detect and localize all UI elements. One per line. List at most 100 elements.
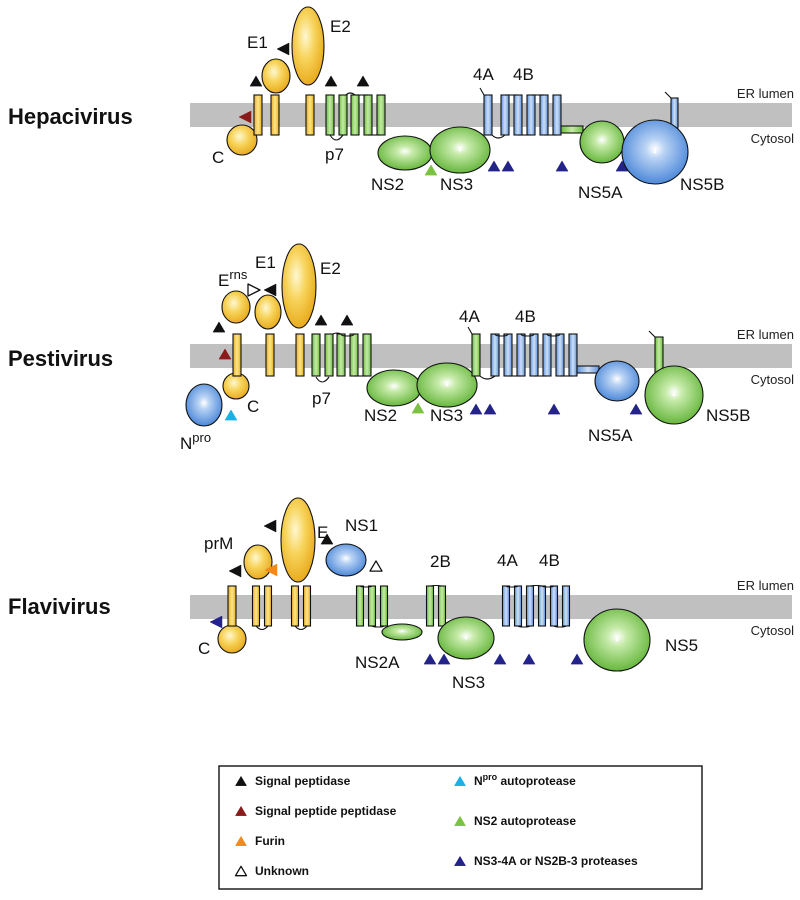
signal-peptidase-site [228,564,242,578]
signal-peptidase-site [249,75,263,87]
core-anchor-helix [232,333,242,377]
signal-peptidase-site [314,314,328,326]
ns4b-loop [494,333,509,337]
ns3-domain-highlight [458,148,462,152]
protease-site [469,403,483,415]
ns5b-anchor-helix [654,336,664,374]
signal-peptidase-site [324,75,338,87]
ns2-loop [340,333,355,337]
legend-label-6: NS3-4A or NS2B-3 proteases [474,854,638,868]
e2-helix [305,94,315,136]
ns2a-helix [367,585,377,627]
e2-helix [295,333,305,377]
ns2b-helix [425,585,435,627]
ns4b-helix [555,333,565,377]
protease-site [522,653,536,665]
ns4a-helix [513,585,523,627]
legend-marker-4 [454,776,466,786]
ns5a-domain [579,120,625,164]
label-erns: Erns [218,267,248,290]
ns4b-loop [553,625,567,628]
ns2a-helix [379,585,389,627]
ns4b-helix [516,333,526,377]
cytosol-label: Cytosol [751,372,794,387]
legend-label-rest: autoprotease [497,774,576,788]
er-lumen-label: ER lumen [737,86,794,101]
ns2-domain [366,369,422,407]
ns4a-helix [525,585,535,627]
legend-marker-0 [235,776,247,786]
ns4a-helix [501,585,511,627]
cytosol-label: Cytosol [751,623,794,638]
e1-ectodomain [254,294,282,330]
label-npro-base: N [180,434,192,453]
ns4b-helix [490,333,500,377]
legend-label-superscript: pro [483,772,498,782]
ns4a-helix [483,94,493,136]
legend-label-0: Signal peptidase [255,774,351,788]
ns2a-helix [355,585,365,627]
genus-flavivirus: Flavivirus [8,594,111,619]
label-ns2a: NS2A [355,653,400,672]
genus-pestivirus: Pestivirus [8,346,113,371]
core-anchor-helix [227,585,237,627]
ns5a-amphipathic-helix [576,365,600,374]
ns4b-helix [529,333,539,377]
legend-marker-1 [235,806,247,816]
er-lumen-label: ER lumen [737,578,794,593]
label-ns5: NS5 [665,636,698,655]
erns-domain [221,290,251,324]
furin-site [264,563,278,577]
spp-cleavage-site [238,110,252,124]
ns2b-helix [437,585,447,627]
label-2b: 2B [430,552,451,571]
ns2-helix [336,333,346,377]
spp-cleavage-site [218,348,232,360]
e1-helix [270,94,280,136]
legend-box [218,765,703,890]
ns2-helix [363,94,373,136]
ns2a-loop [371,625,385,628]
ns2a-cytosolic-domain [381,623,423,641]
legend-marker-5 [454,816,466,826]
ns4b-helix [513,94,523,136]
ns4b-helix [537,585,547,627]
ns4b-helix [526,94,536,136]
p7-helix-2 [338,94,348,136]
label-ns2: NS2 [364,406,397,425]
label-4b: 4B [513,65,534,84]
protease-site [629,403,643,415]
label-4a: 4A [473,65,494,84]
core-anchor-helix [253,94,263,136]
ns4a-tick [479,87,485,96]
ns4b-loop [479,375,496,380]
ns5b-domain-highlight [672,393,676,397]
label-ns5a: NS5A [578,183,623,202]
label-ns2: NS2 [371,175,404,194]
unknown-protease-site [247,283,261,297]
label-4b: 4B [539,551,560,570]
label-erns-superscript: rns [229,267,248,282]
core-protein-c [217,624,247,654]
legend-marker-6 [454,856,466,866]
label-ns5a: NS5A [588,426,633,445]
protease-site [493,653,507,665]
legend-marker-3 [234,865,248,877]
prm-ectodomain [243,544,273,580]
protease-site [423,653,437,665]
e2-ectodomain [281,243,317,329]
protease-site [501,160,515,172]
e1-helix [265,333,275,377]
legend-label-base: N [474,774,483,788]
legend-label-4: Npro autoprotease [474,772,576,788]
signal-peptidase-site [263,519,277,533]
p7-helix-1 [325,94,335,136]
e-loop [294,625,308,631]
npro-autoprotease-site [224,409,238,421]
ns5a-domain [594,360,640,402]
ns4b-helix [561,585,571,627]
signal-peptidase-site [212,321,226,333]
p7-loop [329,134,344,141]
ns3-domain-highlight [464,636,468,640]
label-e2: E2 [320,259,341,278]
